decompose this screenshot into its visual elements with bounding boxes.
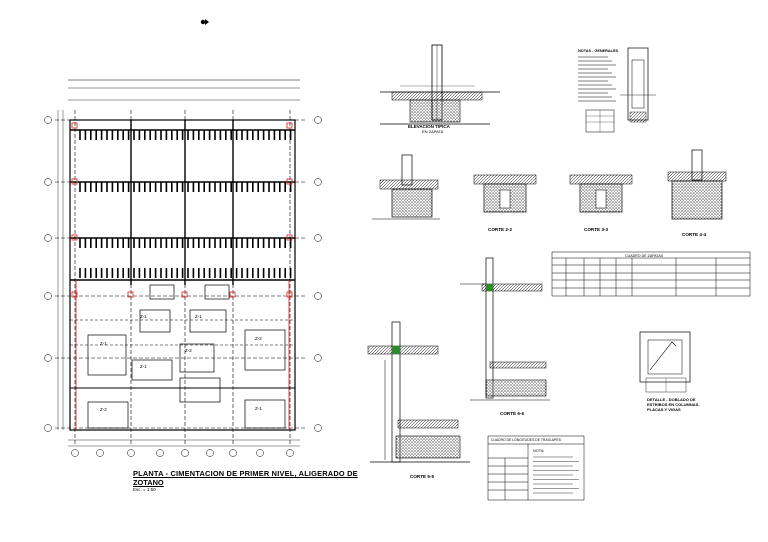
- section-2-2: [473, 174, 537, 213]
- table-title: CUADRO DE ZAPATAS: [625, 254, 664, 258]
- plan-title-line-2: ZOTANO: [133, 478, 164, 487]
- footing-tag: Z-2: [255, 336, 262, 341]
- elevation-detail: [380, 44, 500, 125]
- section-6-6: [460, 257, 550, 401]
- note-label: NOTA:: [533, 449, 544, 453]
- north-arrow-icon: [200, 19, 209, 25]
- detail-title: DETALLE - DOBLADO DE: [647, 397, 696, 402]
- footing-tag: Z-1: [195, 314, 202, 319]
- footing-tag: Z-1: [100, 341, 107, 346]
- stirrup-bend-detail: [639, 331, 691, 393]
- foundation-plan: Z-1 Z-1 Z-1 Z-2 Z-2 Z-2 Z-1 Z-1: [44, 79, 322, 457]
- plan-title: PLANTA - CIMENTACION DE PRIMER NIVEL, AL…: [133, 469, 358, 478]
- footing-tag: Z-1: [140, 364, 147, 369]
- detail-title: PLACAS Y VIGAS: [647, 407, 681, 412]
- section-title: CORTE 3-3: [584, 227, 608, 232]
- section-title: CORTE 6-6: [500, 411, 524, 416]
- table-title: CUADRO DE LONGITUDES DE TRASLAPES: [491, 438, 562, 442]
- footing-schedule-table: [551, 251, 751, 297]
- section-5-5: [367, 321, 470, 463]
- footing-tag: Z-2: [185, 348, 192, 353]
- section-title: CORTE 2-2: [488, 227, 512, 232]
- detail-title: ESTRIBOS EN COLUMNAS,: [647, 402, 699, 407]
- general-notes: NOTAS - GENERALES: [578, 47, 656, 133]
- notes-title: NOTAS - GENERALES: [578, 49, 618, 53]
- detail-subtitle: EN ZAPATA: [422, 129, 444, 134]
- footing-tag: Z-2: [100, 407, 107, 412]
- section-title: CORTE 5-5: [410, 474, 434, 479]
- plan-scale: Esc. = 1:50: [133, 487, 156, 492]
- section-4-4: [667, 149, 727, 220]
- lap-length-table: [487, 435, 585, 501]
- section-1-1: [372, 154, 440, 220]
- footing-tag: Z-1: [255, 406, 262, 411]
- detail-title: ELEVACION TIPICA: [408, 124, 451, 129]
- section-3-3: [569, 174, 633, 213]
- section-title: CORTE 4-4: [682, 232, 706, 237]
- footing-tag: Z-1: [140, 314, 147, 319]
